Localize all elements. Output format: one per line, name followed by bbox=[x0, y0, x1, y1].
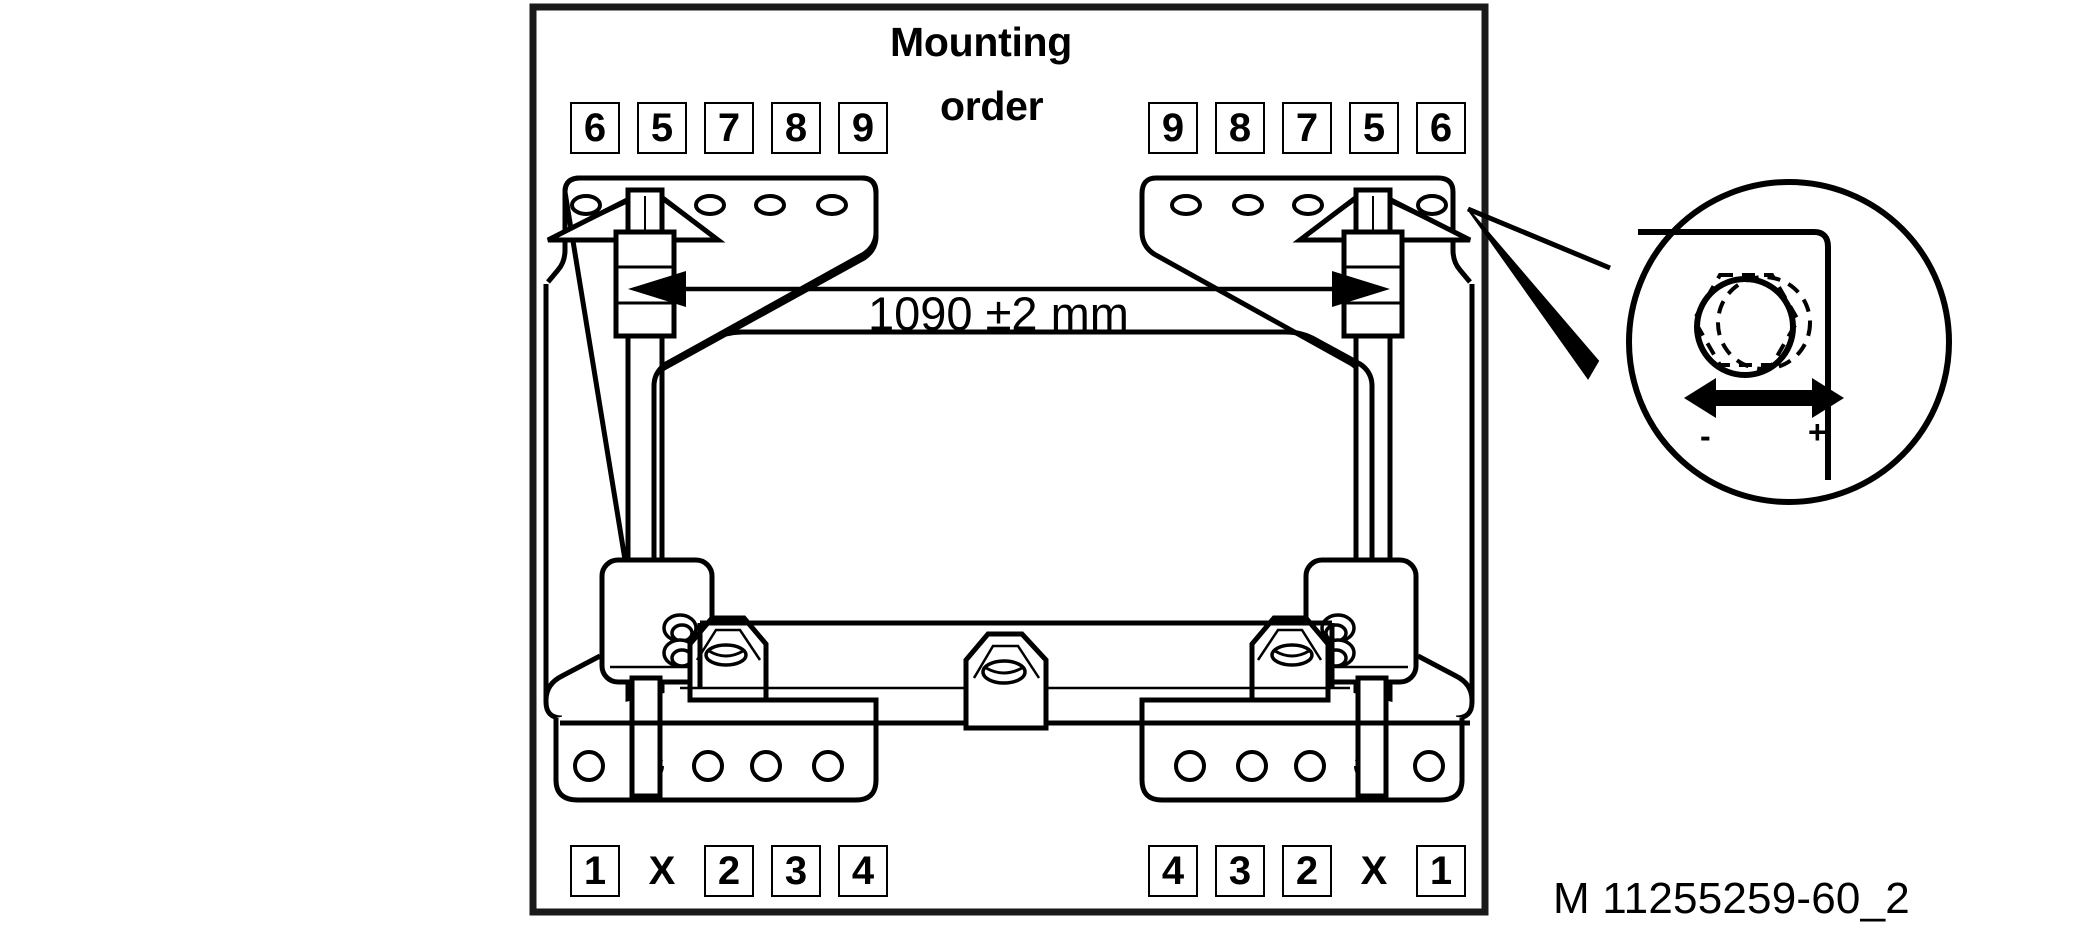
detail-leader-wedge bbox=[1467, 208, 1600, 380]
bolt-hole bbox=[1416, 194, 1448, 216]
detail-callout-group bbox=[1467, 179, 1952, 505]
bolt-hole bbox=[570, 194, 602, 216]
bolt-hole bbox=[1174, 750, 1206, 782]
left-gusset-fold bbox=[555, 196, 637, 238]
bolt-hole bbox=[1232, 194, 1264, 216]
adjustment-arrow bbox=[1684, 378, 1844, 418]
detail-leader-line bbox=[1467, 206, 1611, 271]
washer-circle bbox=[1694, 276, 1796, 378]
bolt-hole bbox=[750, 750, 782, 782]
bolt-hole bbox=[1236, 750, 1268, 782]
dimension-arrow-left bbox=[628, 271, 686, 307]
bolt-hole bbox=[1170, 194, 1202, 216]
center-crossmember-group bbox=[560, 329, 1470, 731]
mounting-order-step-box: 7 bbox=[1282, 102, 1332, 154]
mounting-order-step-box: 2 bbox=[1282, 845, 1332, 897]
bolt-hole bbox=[692, 750, 724, 782]
mounting-order-step-box: 6 bbox=[1416, 102, 1466, 154]
bolt-hole bbox=[1292, 194, 1324, 216]
plus-sign-label: + bbox=[1808, 414, 1827, 450]
drawing-frame bbox=[529, 3, 1489, 916]
mounting-order-step-box: 9 bbox=[838, 102, 888, 154]
bolt-hole bbox=[754, 194, 786, 216]
mounting-order-step-box: 8 bbox=[771, 102, 821, 154]
right-gusset-fold bbox=[1305, 196, 1359, 238]
dimension-line-group bbox=[628, 271, 1390, 307]
center-mount-tab-inner bbox=[972, 644, 1041, 679]
left-mount-tab-inner bbox=[695, 628, 762, 661]
right-bracket-group bbox=[1139, 175, 1475, 803]
bolt-hole bbox=[573, 750, 605, 782]
right-lower-web bbox=[1455, 284, 1475, 721]
mounting-order-title-line-2: order bbox=[940, 83, 1044, 129]
mounting-order-step-mark: X bbox=[648, 849, 676, 893]
detail-corner-profile bbox=[1638, 229, 1831, 480]
mounting-order-step-box: 1 bbox=[570, 845, 620, 897]
bolt-hole bbox=[694, 194, 726, 216]
mounting-order-step-box: 5 bbox=[637, 102, 687, 154]
right-foot-plate-top bbox=[1416, 653, 1475, 701]
mounting-order-step-box: 9 bbox=[1148, 102, 1198, 154]
bolt-hole bbox=[1413, 750, 1445, 782]
mounting-order-step-box: 5 bbox=[1349, 102, 1399, 154]
left-upper-flange-left-edge bbox=[546, 192, 568, 284]
left-lower-web bbox=[543, 284, 563, 721]
left-gusset-fold bbox=[659, 196, 713, 238]
right-lower-stud bbox=[1355, 675, 1389, 799]
right-mount-tab-inner bbox=[1256, 628, 1323, 661]
minus-sign-label: - bbox=[1700, 418, 1711, 454]
mounting-order-step-box: 6 bbox=[570, 102, 620, 154]
center-panel-outline bbox=[651, 329, 1375, 560]
center-tab-hole-shadow bbox=[985, 666, 1023, 675]
left-bracket-group bbox=[543, 175, 879, 803]
mounting-order-step-mark: X bbox=[1360, 849, 1388, 893]
mounting-order-step-box: 3 bbox=[771, 845, 821, 897]
bolt-hole bbox=[816, 194, 848, 216]
mounting-order-step-box: 4 bbox=[838, 845, 888, 897]
mounting-order-step-box: 8 bbox=[1215, 102, 1265, 154]
bolt-hole bbox=[812, 750, 844, 782]
left-lower-stud bbox=[629, 675, 663, 799]
document-code: M 11255259-60_2 bbox=[1553, 874, 1910, 923]
mounting-order-step-box: 4 bbox=[1148, 845, 1198, 897]
tab-hole-shadow bbox=[1274, 649, 1310, 658]
mounting-order-title-line-1: Mounting bbox=[890, 19, 1073, 65]
right-gusset-fold bbox=[1381, 196, 1463, 238]
dimension-label: 1090 ±2 mm bbox=[868, 287, 1129, 340]
mounting-order-step-box: 1 bbox=[1416, 845, 1466, 897]
right-upper-flange-left-edge bbox=[1450, 192, 1472, 284]
mounting-order-step-box: 7 bbox=[704, 102, 754, 154]
tab-hole-shadow bbox=[708, 649, 744, 658]
left-foot-plate-top bbox=[543, 653, 602, 701]
mounting-order-step-box: 2 bbox=[704, 845, 754, 897]
bolt-hole bbox=[1294, 750, 1326, 782]
dimension-arrow-right bbox=[1332, 271, 1390, 307]
mounting-order-step-box: 3 bbox=[1215, 845, 1265, 897]
